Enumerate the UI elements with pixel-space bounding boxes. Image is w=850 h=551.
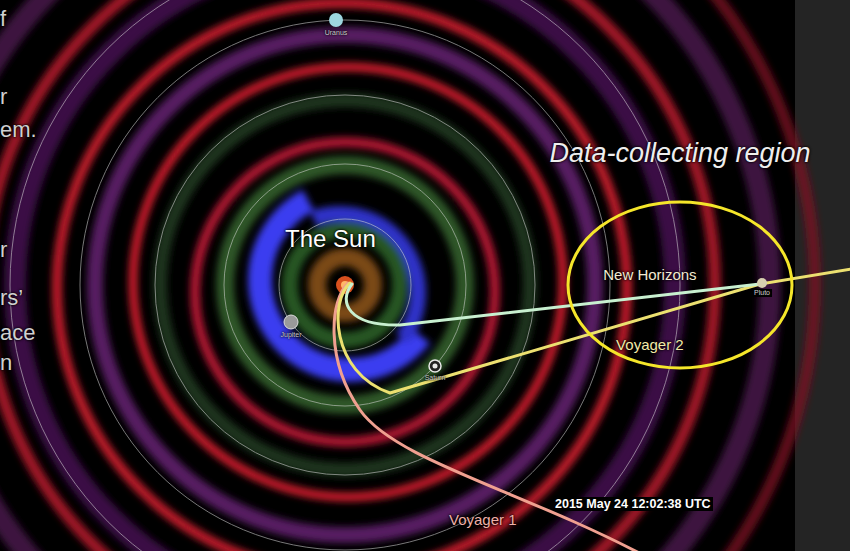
purple-band	[15, 0, 675, 551]
spiral-bands	[0, 0, 815, 551]
red-band	[0, 0, 815, 551]
slide-text-fragment: r	[0, 237, 7, 262]
jupiter-planet	[284, 315, 298, 329]
planet-label: Pluto	[752, 289, 772, 297]
timestamp: 2015 May 24 12:02:38 UTC	[553, 497, 713, 511]
slide-text-fragment: n	[0, 350, 12, 375]
orbit	[10, 0, 680, 551]
slide-text-fragment: f	[0, 6, 6, 31]
trajectories	[334, 269, 850, 551]
slide-text-fragment: ace	[0, 320, 35, 345]
slide-text-fragment: em.	[0, 117, 37, 142]
slide-text-fragment: rs’	[0, 285, 23, 310]
red-band	[57, 3, 627, 551]
saturn-planet	[429, 360, 441, 372]
sun-label: The Sun	[285, 225, 376, 253]
spacecraft-label: New Horizons	[603, 266, 696, 283]
planet-orbits	[10, 0, 680, 551]
planet-label: Saturn	[425, 374, 446, 382]
spacecraft-label: Voyager 2	[616, 336, 684, 353]
region-heading: Data-collecting region	[549, 138, 810, 169]
pluto-planet	[757, 278, 767, 288]
region-ellipse: Data-collecting regionNew HorizonsVoyage…	[566, 200, 794, 370]
purple-band	[0, 0, 770, 551]
planet-label: Uranus	[325, 29, 348, 37]
red-band	[195, 142, 495, 442]
saturn-planet	[433, 364, 438, 369]
blue-band	[260, 190, 440, 370]
slide-text-fragment: r	[0, 84, 7, 109]
uranus-planet	[329, 13, 343, 27]
red-band	[0, 0, 715, 551]
new-horizons-trajectory	[346, 284, 760, 325]
ellipse-outline	[568, 202, 792, 368]
spacecraft-label: Voyager 1	[449, 511, 517, 528]
planet-label: Jupiter	[280, 331, 301, 339]
